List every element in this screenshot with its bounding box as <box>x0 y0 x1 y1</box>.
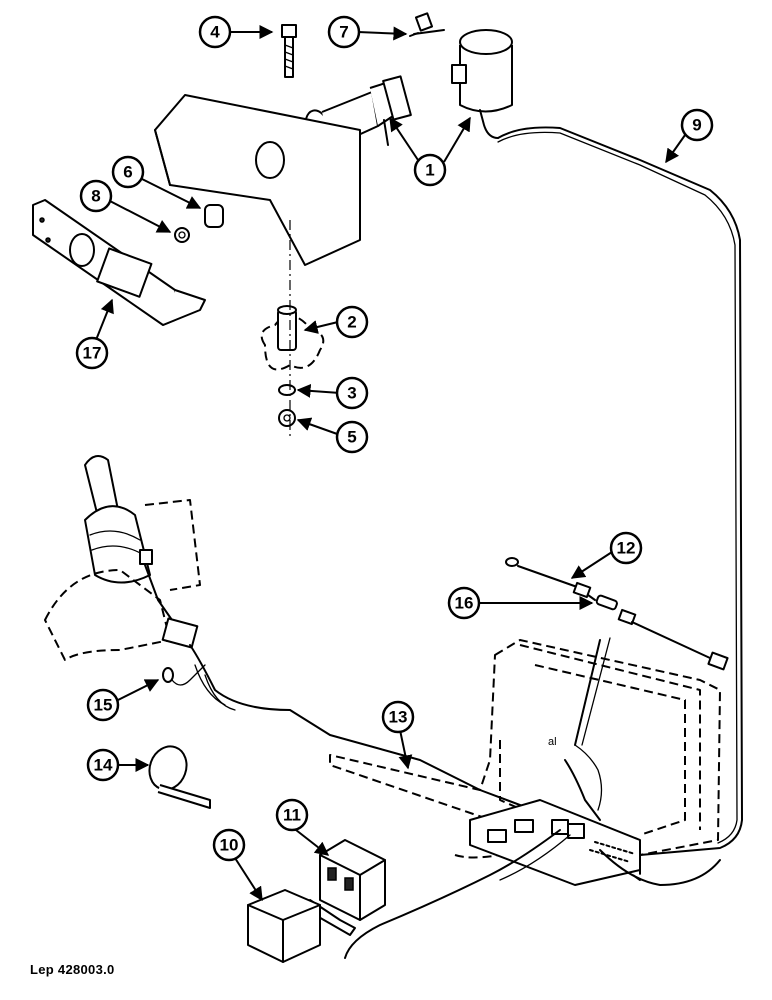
callout-16: 16 <box>447 586 481 620</box>
svg-text:4: 4 <box>210 23 220 42</box>
horn-mounting-bracket <box>154 94 361 266</box>
svg-text:7: 7 <box>339 23 348 42</box>
nut-part-5 <box>278 409 296 427</box>
fuse-wire-part-12 <box>505 557 729 671</box>
screw-part-7 <box>409 12 445 37</box>
callout-10: 10 <box>212 828 246 862</box>
svg-text:14: 14 <box>94 756 113 775</box>
callout-11: 11 <box>275 798 309 832</box>
wire-al-loop: al <box>548 637 611 821</box>
wiring-harness <box>144 564 601 831</box>
svg-text:13: 13 <box>389 708 408 727</box>
bolt-part-4 <box>281 24 297 78</box>
svg-text:5: 5 <box>347 428 356 447</box>
svg-text:10: 10 <box>220 836 239 855</box>
horn-wire-part-9 <box>497 126 743 856</box>
diode-part-15 <box>162 664 206 686</box>
svg-text:11: 11 <box>283 806 301 825</box>
fuse-part-16 <box>595 594 618 611</box>
panel-bracket-part-17 <box>32 199 206 326</box>
nut-part-8 <box>174 227 190 243</box>
bushing-part-6 <box>204 204 224 228</box>
svg-text:6: 6 <box>123 163 132 182</box>
svg-text:9: 9 <box>692 116 701 135</box>
callout-6: 6 <box>111 155 145 189</box>
callout-leaders <box>95 25 691 902</box>
washer-part-3 <box>278 384 296 396</box>
callout-17: 17 <box>75 336 109 370</box>
wire-label-al: al <box>548 736 557 748</box>
callout-4: 4 <box>198 15 232 49</box>
capacitor-can-part-1 <box>451 29 513 139</box>
svg-text:16: 16 <box>455 594 474 613</box>
callout-2: 2 <box>335 305 369 339</box>
callout-1: 1 <box>413 153 447 187</box>
relay-part-11 <box>309 839 386 936</box>
lower-cables <box>344 829 721 959</box>
svg-text:3: 3 <box>347 384 356 403</box>
callout-9: 9 <box>680 108 714 142</box>
cable-tie-part-14 <box>148 745 211 809</box>
svg-text:15: 15 <box>94 696 113 715</box>
svg-text:17: 17 <box>83 344 102 363</box>
svg-text:2: 2 <box>347 313 356 332</box>
figure-reference: Lep 428003.0 <box>30 962 115 977</box>
svg-text:8: 8 <box>91 187 100 206</box>
svg-text:1: 1 <box>425 161 434 180</box>
callout-12: 12 <box>609 531 643 565</box>
svg-text:12: 12 <box>617 539 636 558</box>
callout-13: 13 <box>381 700 415 734</box>
joystick-handle <box>44 455 201 661</box>
callout-8: 8 <box>79 179 113 213</box>
flasher-unit-part-10 <box>247 889 321 963</box>
callout-14: 14 <box>86 748 120 782</box>
spacer-part-2 <box>260 305 325 371</box>
callout-7: 7 <box>327 15 361 49</box>
callout-3: 3 <box>335 376 369 410</box>
callout-15: 15 <box>86 688 120 722</box>
fuse-board <box>469 799 641 886</box>
callout-5: 5 <box>335 420 369 454</box>
